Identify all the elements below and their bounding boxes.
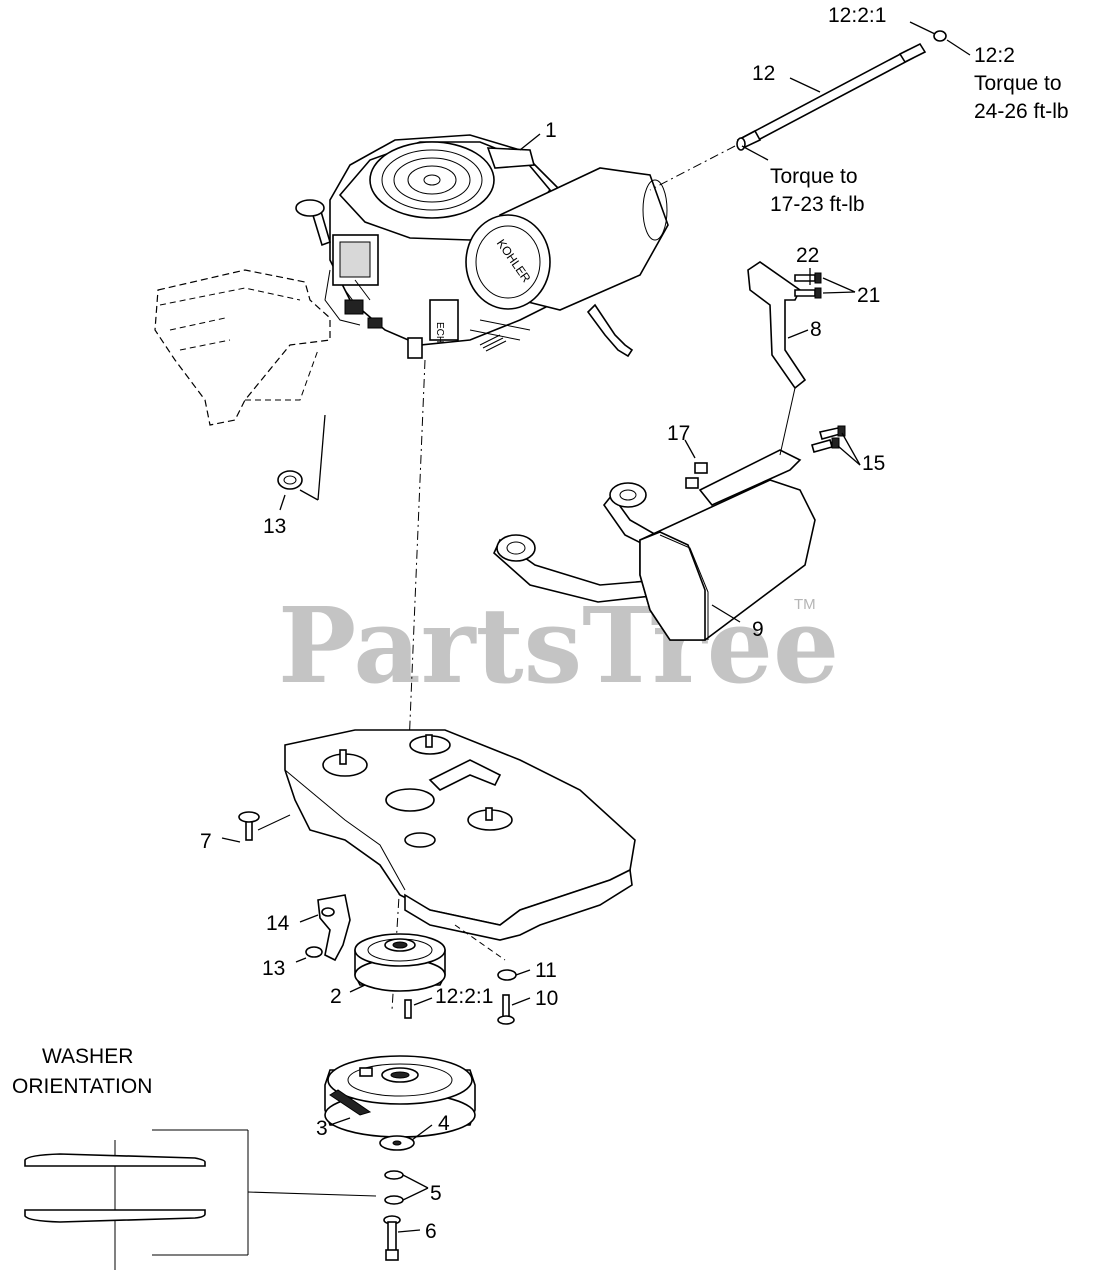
leader-5-b [402, 1187, 429, 1201]
leader-8 [787, 329, 809, 339]
belt-guide[interactable] [317, 894, 351, 962]
callout-21[interactable]: 21 [857, 284, 880, 307]
engine-label: ECH [434, 322, 445, 343]
callout-15[interactable]: 13 [262, 957, 285, 980]
leader-16 [299, 914, 319, 923]
leader-2 [349, 984, 366, 993]
air-cleaner: KOHLER [465, 167, 669, 311]
torque-note-12-2-line2: 24-26 ft-lb [974, 100, 1069, 123]
bolt-7[interactable] [238, 811, 260, 841]
leader-21-b [822, 291, 856, 294]
nut-15[interactable] [305, 946, 323, 958]
nut-17[interactable] [685, 462, 708, 489]
callout-20[interactable]: 13 [263, 515, 286, 538]
torque-note-12-line1: Torque to [770, 165, 858, 188]
leader-17 [684, 439, 696, 459]
callout-5[interactable]: 5 [430, 1182, 442, 1205]
pulley[interactable] [354, 933, 446, 992]
engine[interactable]: ECH KOHLER [295, 134, 669, 359]
leader-4 [411, 1124, 433, 1141]
leader-12-2 [946, 39, 971, 56]
leader-15 [295, 957, 307, 963]
leader-10 [511, 997, 531, 1006]
bolt-21[interactable] [794, 272, 822, 299]
callout-8[interactable]: 8 [810, 318, 822, 341]
leader-13-a [841, 432, 861, 466]
deck-plate [284, 729, 636, 941]
washer-5[interactable] [384, 1170, 404, 1205]
washer-4[interactable] [379, 1135, 415, 1151]
leader-20 [279, 494, 286, 511]
key-14[interactable] [404, 999, 412, 1019]
shaft-fitting[interactable] [933, 30, 947, 42]
watermark-trademark: TM [794, 596, 816, 613]
bolt-10[interactable] [497, 994, 515, 1025]
callout-10[interactable]: 10 [535, 987, 558, 1010]
leader-21-a [822, 277, 856, 293]
callout-22[interactable]: 22 [796, 244, 819, 267]
leader-torque-12 [741, 145, 769, 161]
callout-9[interactable]: 9 [752, 618, 764, 641]
leader-12 [789, 77, 821, 93]
engine-mount-bracket [154, 269, 331, 426]
washer-orientation-title-line2: ORIENTATION [12, 1075, 152, 1098]
callout-7[interactable]: 7 [200, 830, 212, 853]
callout-2[interactable]: 2 [330, 985, 342, 1008]
shaft-centerline [649, 145, 736, 191]
leader-1 [519, 133, 541, 151]
clamp[interactable] [277, 470, 303, 490]
callout-6[interactable]: 6 [425, 1220, 437, 1243]
leader-12-2-1 [909, 21, 936, 35]
bolt-13[interactable] [811, 425, 846, 453]
washer-orientation-title-line1: WASHER [42, 1045, 133, 1068]
callout-3[interactable]: 3 [316, 1117, 328, 1140]
torque-note-12-line2: 17-23 ft-lb [770, 193, 865, 216]
muffler-bracket[interactable] [698, 261, 807, 506]
leader-11 [515, 969, 531, 976]
callout-1[interactable]: 1 [545, 119, 557, 142]
bolt-6[interactable] [383, 1215, 401, 1261]
engine-centerline [407, 359, 426, 771]
callout-16[interactable]: 14 [266, 912, 290, 935]
torque-note-12-2-line1: Torque to [974, 72, 1062, 95]
callout-12[interactable]: 12 [752, 62, 775, 85]
shaft[interactable] [736, 42, 927, 151]
leader-3 [329, 1117, 351, 1126]
leader-20-c [317, 414, 326, 501]
leader-7-b [257, 814, 291, 831]
washer-orientation-detail [24, 1129, 377, 1270]
callout-4[interactable]: 4 [438, 1112, 450, 1135]
muffler[interactable] [493, 479, 816, 641]
leader-9 [711, 604, 741, 623]
callout-13[interactable]: 15 [862, 452, 885, 475]
leader-7 [221, 837, 241, 843]
callout-11[interactable]: 11 [535, 959, 557, 982]
callout-17[interactable]: 17 [667, 422, 690, 445]
leader-14 [413, 997, 433, 1006]
leader-6 [397, 1229, 421, 1233]
leader-5-a [402, 1174, 429, 1189]
callout-12-2[interactable]: 12:2 [974, 44, 1015, 67]
leader-13-b [837, 445, 861, 466]
clutch[interactable] [324, 1055, 476, 1138]
leader-20-b [299, 489, 319, 501]
callout-12-2-1[interactable]: 12:2:1 [828, 4, 886, 27]
callout-14[interactable]: 12:2:1 [435, 985, 493, 1008]
bolt-10-centerline [454, 924, 506, 961]
washer-11[interactable] [497, 969, 517, 981]
